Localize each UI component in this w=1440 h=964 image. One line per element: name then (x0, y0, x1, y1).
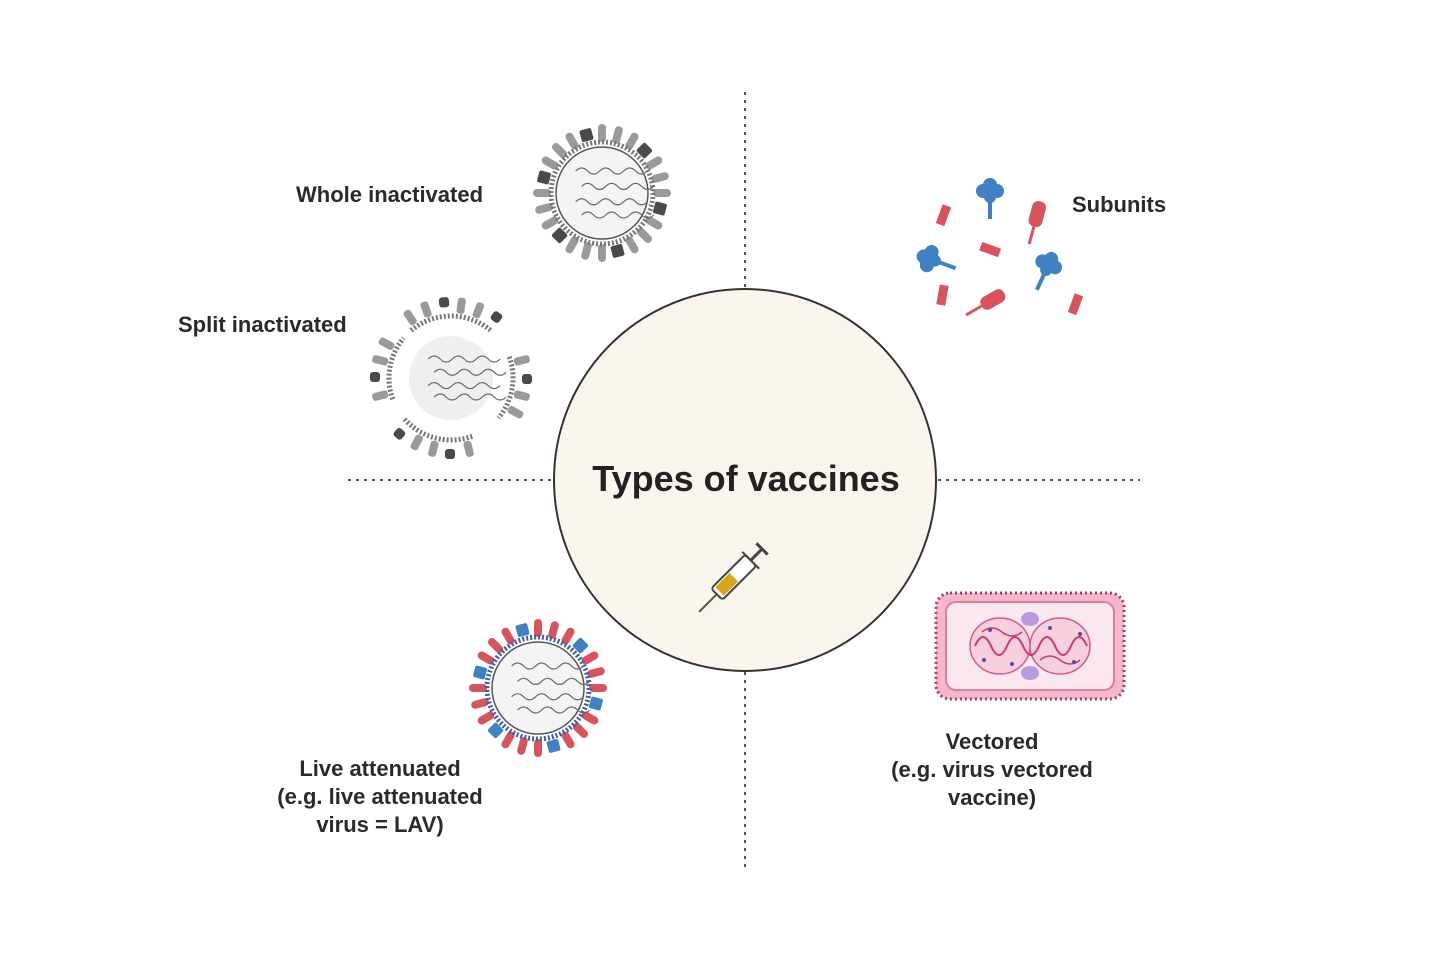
live-attenuated-virus-icon (469, 619, 607, 757)
live-attenuated-label: Live attenuated (e.g. live attenuated vi… (277, 756, 483, 837)
whole-inactivated-virus-icon (533, 124, 671, 262)
split-inactivated-label: Split inactivated (178, 312, 347, 337)
vectored-label: Vectored (e.g. virus vectored vaccine) (891, 729, 1093, 810)
subunits-label: Subunits (1072, 192, 1167, 217)
vector-cell-icon (934, 591, 1126, 701)
protein-subunits-icon (916, 178, 1084, 317)
split-inactivated-virus-icon (370, 297, 532, 459)
diagram-title: Types of vaccines (592, 458, 900, 499)
whole-inactivated-label: Whole inactivated (296, 182, 484, 207)
syringe-icon (698, 542, 769, 613)
center-circle (553, 288, 937, 672)
